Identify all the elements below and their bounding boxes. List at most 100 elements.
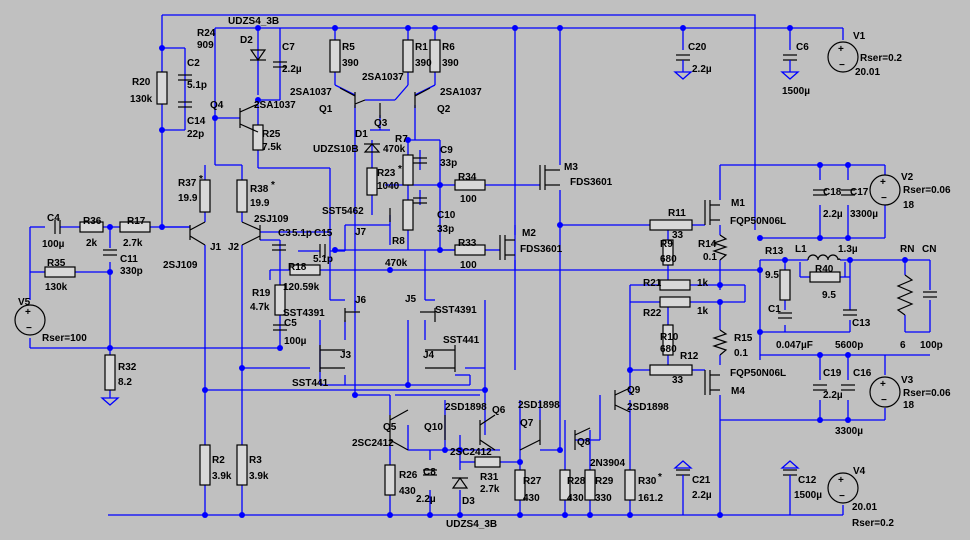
label-j2-val: 2SJ109	[254, 214, 289, 225]
svg-text:−: −	[881, 193, 887, 204]
label-r26-ref: R26	[399, 470, 418, 481]
label-c12-ref: C12	[798, 475, 817, 486]
label-q7-ref: Q7	[520, 418, 534, 429]
voltage-source-v4: +−	[827, 472, 859, 504]
transistor-q4	[239, 103, 259, 133]
label-c17-ref: C17	[850, 187, 869, 198]
label-r31-ref: R31	[480, 472, 499, 483]
label-q1-ref: Q1	[319, 104, 333, 115]
resistor-r19	[274, 284, 286, 316]
label-r28-ref: R28	[567, 476, 586, 487]
resistor-r6	[429, 39, 441, 73]
capacitor-c8	[423, 469, 437, 476]
label-r23-val: 1040	[377, 181, 400, 192]
label-c6-val: 1500µ	[782, 86, 810, 97]
label-v3-val: 18	[903, 400, 915, 411]
label-c9-ref: C9	[440, 145, 453, 156]
capacitor-c1	[778, 312, 792, 319]
label-r38-val: 19.9	[250, 198, 270, 209]
resistor-r18	[289, 264, 321, 276]
capacitor-c20	[676, 54, 690, 61]
label-r2-ref: R2	[212, 455, 225, 466]
ground-c12	[780, 460, 800, 515]
resistor-rn	[896, 274, 914, 316]
component-labels: R24 909 R20 130k C2 5.1p C14 22p Q4 2SA1…	[18, 16, 951, 530]
label-r29-val: 330	[595, 493, 612, 504]
label-c18-ref: C18	[823, 187, 842, 198]
label-c5-val: 100µ	[284, 336, 307, 347]
label-c3-val: 5.1p	[292, 228, 312, 239]
label-c7-val: 2.2µ	[282, 64, 302, 75]
label-r18-val: 120.59k	[283, 282, 320, 293]
label-v1-val: 20.01	[855, 67, 880, 78]
resistor-r22	[659, 296, 691, 308]
label-r2-val: 3.9k	[212, 471, 232, 482]
label-r5-ref: R5	[342, 42, 355, 53]
resistor-r13	[779, 269, 791, 301]
label-j7-ref: J7	[355, 227, 367, 238]
jfet-j3	[319, 345, 345, 372]
label-r10-val: 680	[660, 344, 677, 355]
label-c1-val: 0.047µF	[776, 340, 813, 351]
label-q6-ref: Q6	[492, 405, 506, 416]
transistor-q7	[519, 420, 541, 451]
label-r11-val: 33	[672, 230, 684, 241]
label-r14-val: 0.1	[703, 252, 717, 263]
label-q8-ref: Q8	[577, 437, 591, 448]
mosfet-m2	[499, 235, 515, 260]
label-q6-val: 2SC2412	[450, 447, 492, 458]
label-r40-ref: R40	[815, 264, 834, 275]
label-c6-ref: C6	[796, 42, 809, 53]
voltage-source-v3: +−	[869, 376, 901, 408]
svg-text:−: −	[839, 491, 845, 502]
capacitor-c2	[178, 74, 192, 81]
capacitor-c12	[783, 469, 797, 476]
label-r3-val: 3.9k	[249, 471, 269, 482]
capacitor-c9	[413, 157, 427, 164]
label-c15-val: 5.1p	[313, 254, 333, 265]
label-j5-ref: J5	[405, 294, 417, 305]
label-m1-val: FQP50N06L	[730, 216, 786, 227]
svg-text:−: −	[839, 60, 845, 71]
resistor-r9	[662, 239, 674, 266]
label-v3-ref: V3	[901, 375, 914, 386]
label-r20-ref: R20	[132, 77, 151, 88]
label-r27-val: 430	[523, 493, 540, 504]
label-c7-ref: C7	[282, 42, 295, 53]
transistor-q9	[614, 387, 631, 413]
label-q1-val: 2SA1037	[290, 87, 332, 98]
label-r6-val: 390	[442, 58, 459, 69]
label-c16-val: 3300µ	[835, 426, 863, 437]
label-r26-val: 430	[399, 486, 416, 497]
resistor-r14	[712, 234, 728, 261]
label-c9-val: 33p	[440, 158, 457, 169]
label-c19-val: 2.2µ	[823, 390, 843, 401]
resistor-r28	[559, 469, 571, 501]
voltage-source-v1: +−	[827, 41, 859, 73]
capacitor-c11	[103, 249, 117, 256]
label-l1-ref: L1	[795, 244, 807, 255]
label-j1-ref: J1	[210, 242, 222, 253]
resistor-r33	[454, 244, 486, 256]
label-c17-val: 3300µ	[850, 209, 878, 220]
label-r21-val: 1k	[697, 278, 709, 289]
label-c2-ref: C2	[187, 58, 200, 69]
capacitor-c5	[273, 324, 287, 331]
label-r7-val: 470k	[383, 144, 406, 155]
label-c4-val: 100µ	[42, 239, 65, 250]
label-r35-val: 130k	[45, 282, 68, 293]
resistor-r8	[402, 199, 414, 231]
label-r37-star: *	[199, 174, 203, 185]
transistor-q2	[414, 87, 431, 108]
resistor-r35	[44, 266, 76, 278]
label-j6-val: SST4391	[283, 308, 325, 319]
label-r3-ref: R3	[249, 455, 262, 466]
label-r15-ref: R15	[734, 333, 753, 344]
capacitor-c21	[676, 469, 690, 476]
label-r27-ref: R27	[523, 476, 542, 487]
label-c10-ref: C10	[437, 210, 456, 221]
label-v4-val: 20.01	[852, 502, 877, 513]
label-v3-rser: Rser=0.06	[903, 388, 951, 399]
label-r35-ref: R35	[47, 258, 66, 269]
label-j1-val: 2SJ109	[163, 260, 198, 271]
